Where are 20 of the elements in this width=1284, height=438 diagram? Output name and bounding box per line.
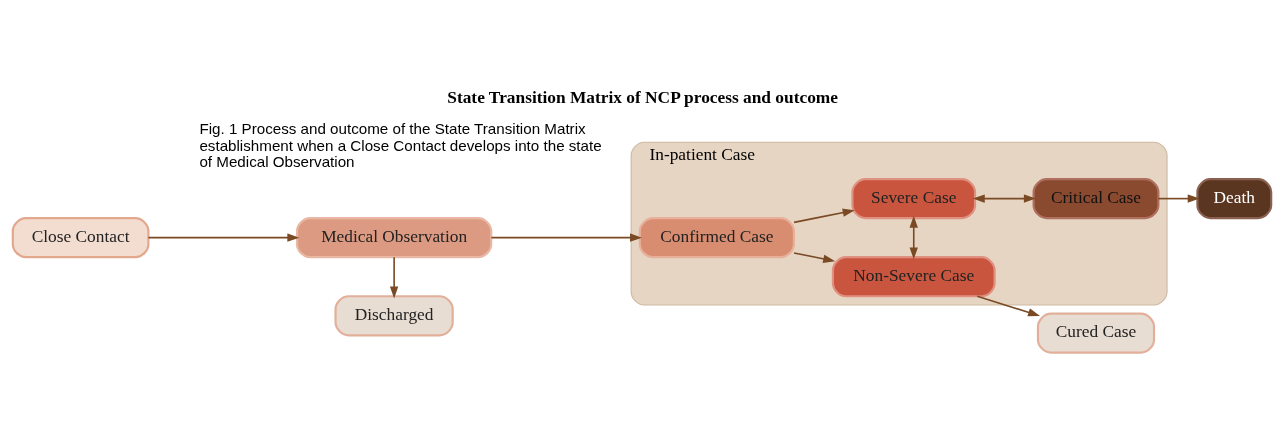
node-box: Death: [1196, 177, 1273, 219]
node-box: Cured Case: [1036, 312, 1156, 354]
node-box: Close Contact: [11, 216, 150, 258]
arrow: [793, 208, 855, 223]
arrow: [1157, 193, 1200, 203]
arrow: [909, 215, 918, 259]
arrow: [490, 233, 642, 242]
node-box: Severe Case: [851, 177, 977, 219]
arrow: [147, 233, 300, 242]
arrow: [793, 251, 836, 263]
node-box: Critical Case: [1032, 177, 1160, 219]
caption: Fig. 1 Process and outcome of the State Transition Matrix establishment when a Close Contact develops into the state of Medical Observation: [199, 119, 602, 170]
node-box: Medical Observation: [295, 216, 493, 258]
diagram-title: State Transition Matrix of NCP process and outcome: [447, 87, 838, 107]
arrow: [972, 193, 1036, 203]
node-box: Non-Severe Case: [831, 255, 996, 297]
arrow: [976, 294, 1041, 316]
arrow: [389, 255, 399, 298]
node-box: Confirmed Case: [638, 216, 795, 258]
node-box: Discharged: [334, 294, 454, 336]
